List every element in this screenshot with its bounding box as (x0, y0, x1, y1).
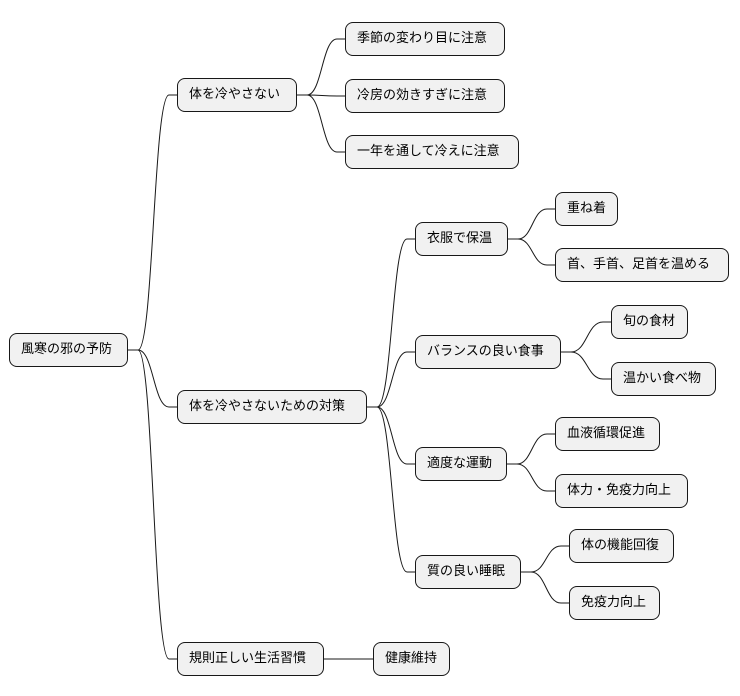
connector-15 (507, 463, 555, 492)
connector-7 (367, 351, 415, 408)
connector-14 (507, 433, 555, 465)
sub-quality-sleep: 質の良い睡眠 (415, 555, 521, 589)
sub-clothing-warmth: 衣服で保温 (415, 222, 508, 256)
connector-6 (367, 238, 415, 408)
connector-10 (508, 208, 555, 240)
leaf-seasonal-ingredients: 旬の食材 (611, 305, 688, 339)
leaf-warm-neck-wrists-ankles: 首、手首、足首を温める (555, 248, 729, 282)
leaf-immunity-boost: 免疫力向上 (569, 586, 660, 620)
connector-9 (367, 406, 415, 573)
branch-regular-lifestyle: 規則正しい生活習慣 (177, 642, 324, 676)
leaf-seasonal-change: 季節の変わり目に注意 (345, 22, 505, 56)
connector-16 (521, 545, 569, 573)
leaf-body-recovery: 体の機能回復 (569, 529, 674, 563)
connector-3 (297, 38, 345, 96)
connector-1 (128, 349, 177, 408)
connector-12 (561, 321, 611, 353)
branch-keep-body-warm: 体を冷やさない (177, 78, 297, 112)
connector-5 (297, 94, 345, 153)
connector-2 (128, 349, 177, 660)
leaf-air-conditioning: 冷房の効きすぎに注意 (345, 79, 505, 113)
sub-moderate-exercise: 適度な運動 (415, 447, 507, 481)
connector-8 (367, 406, 415, 465)
leaf-blood-circulation: 血液循環促進 (555, 417, 660, 451)
leaf-year-round-cold: 一年を通して冷えに注意 (345, 135, 519, 169)
leaf-stamina-immunity: 体力・免疫力向上 (555, 474, 688, 508)
connector-0 (128, 94, 177, 351)
root-node: 風寒の邪の予防 (9, 333, 128, 367)
leaf-layering: 重ね着 (555, 192, 618, 226)
sub-balanced-diet: バランスの良い食事 (415, 335, 561, 369)
connector-13 (561, 351, 611, 380)
connector-11 (508, 238, 555, 266)
branch-countermeasures: 体を冷やさないための対策 (177, 390, 367, 424)
leaf-warm-food: 温かい食べ物 (611, 362, 716, 396)
leaf-health-maintenance: 健康維持 (373, 642, 450, 676)
connector-17 (521, 571, 569, 604)
